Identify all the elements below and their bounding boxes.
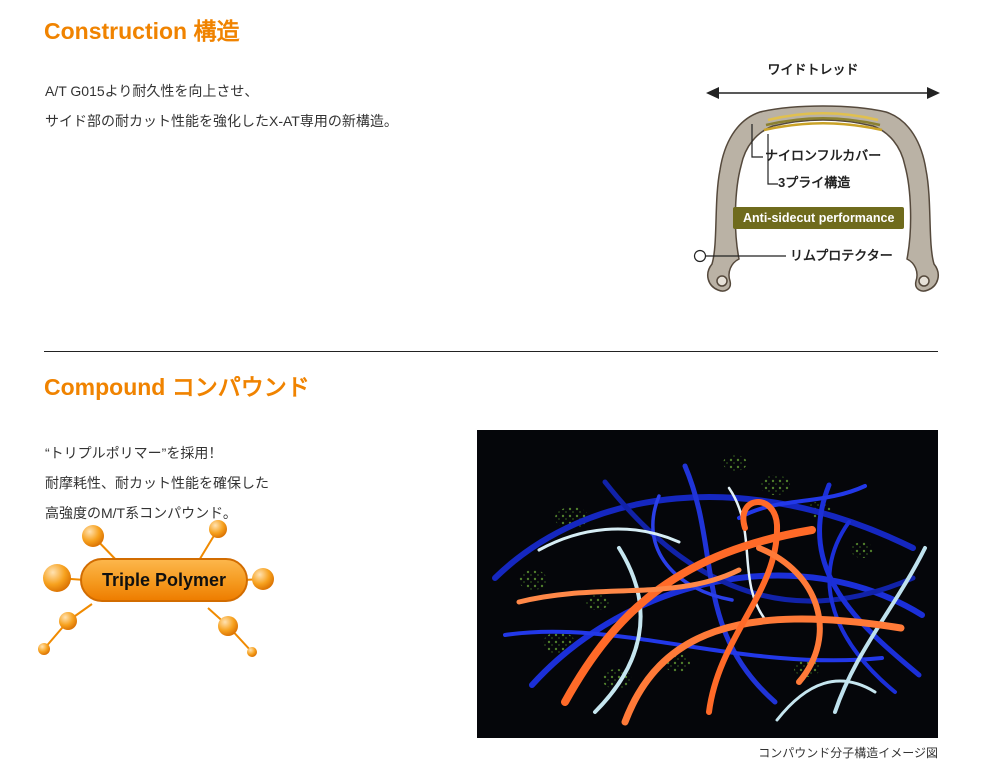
molecule-structure-graphic [477,430,938,738]
molecule-sphere [38,643,50,655]
molecule-sphere [43,564,71,592]
three-ply-label: 3プライ構造 [778,175,851,190]
construction-body-line: A/T G015より耐久性を向上させ、 [45,83,259,99]
molecule-sphere [59,612,77,630]
molecule-sphere [252,568,274,590]
nylon-full-cover-label: ナイロンフルカバー [765,148,882,163]
molecule-image [477,430,938,738]
compound-heading: Compound コンパウンド [44,374,310,400]
rim-protector-label: リムプロテクター [790,248,893,263]
section-divider [44,351,938,352]
construction-heading: Construction 構造 [44,18,240,44]
molecule-sphere [247,647,257,657]
triple-polymer-molecule: Triple Polymer [30,512,280,667]
anti-sidecut-badge: Anti-sidecut performance [733,207,905,229]
wide-tread-label: ワイドトレッド [767,62,859,77]
triple-polymer-pill: Triple Polymer [80,558,248,602]
molecule-sphere [218,616,238,636]
construction-body: A/T G015より耐久性を向上させ、 サイド部の耐カット性能を強化したX-AT… [45,76,398,136]
molecule-image-caption: コンパウンド分子構造イメージ図 [758,746,938,760]
tire-cross-section-graphic [693,87,940,292]
construction-body-line: サイド部の耐カット性能を強化したX-AT専用の新構造。 [45,113,398,129]
molecule-sphere [209,520,227,538]
tire-diagram: ワイドトレッド ナイロンフルカバー 3プライ構造 Anti-sidecut pe… [678,60,948,310]
molecule-sphere [82,525,104,547]
compound-body-line: 高強度のM/T系コンパウンド。 [45,505,237,521]
compound-body-line: 耐摩耗性、耐カット性能を確保した [45,475,269,491]
compound-body-line: “トリプルポリマー”を採用！ [45,445,223,461]
compound-body: “トリプルポリマー”を採用！ 耐摩耗性、耐カット性能を確保した 高強度のM/T系… [45,438,269,528]
tread-width-arrow [706,87,940,99]
